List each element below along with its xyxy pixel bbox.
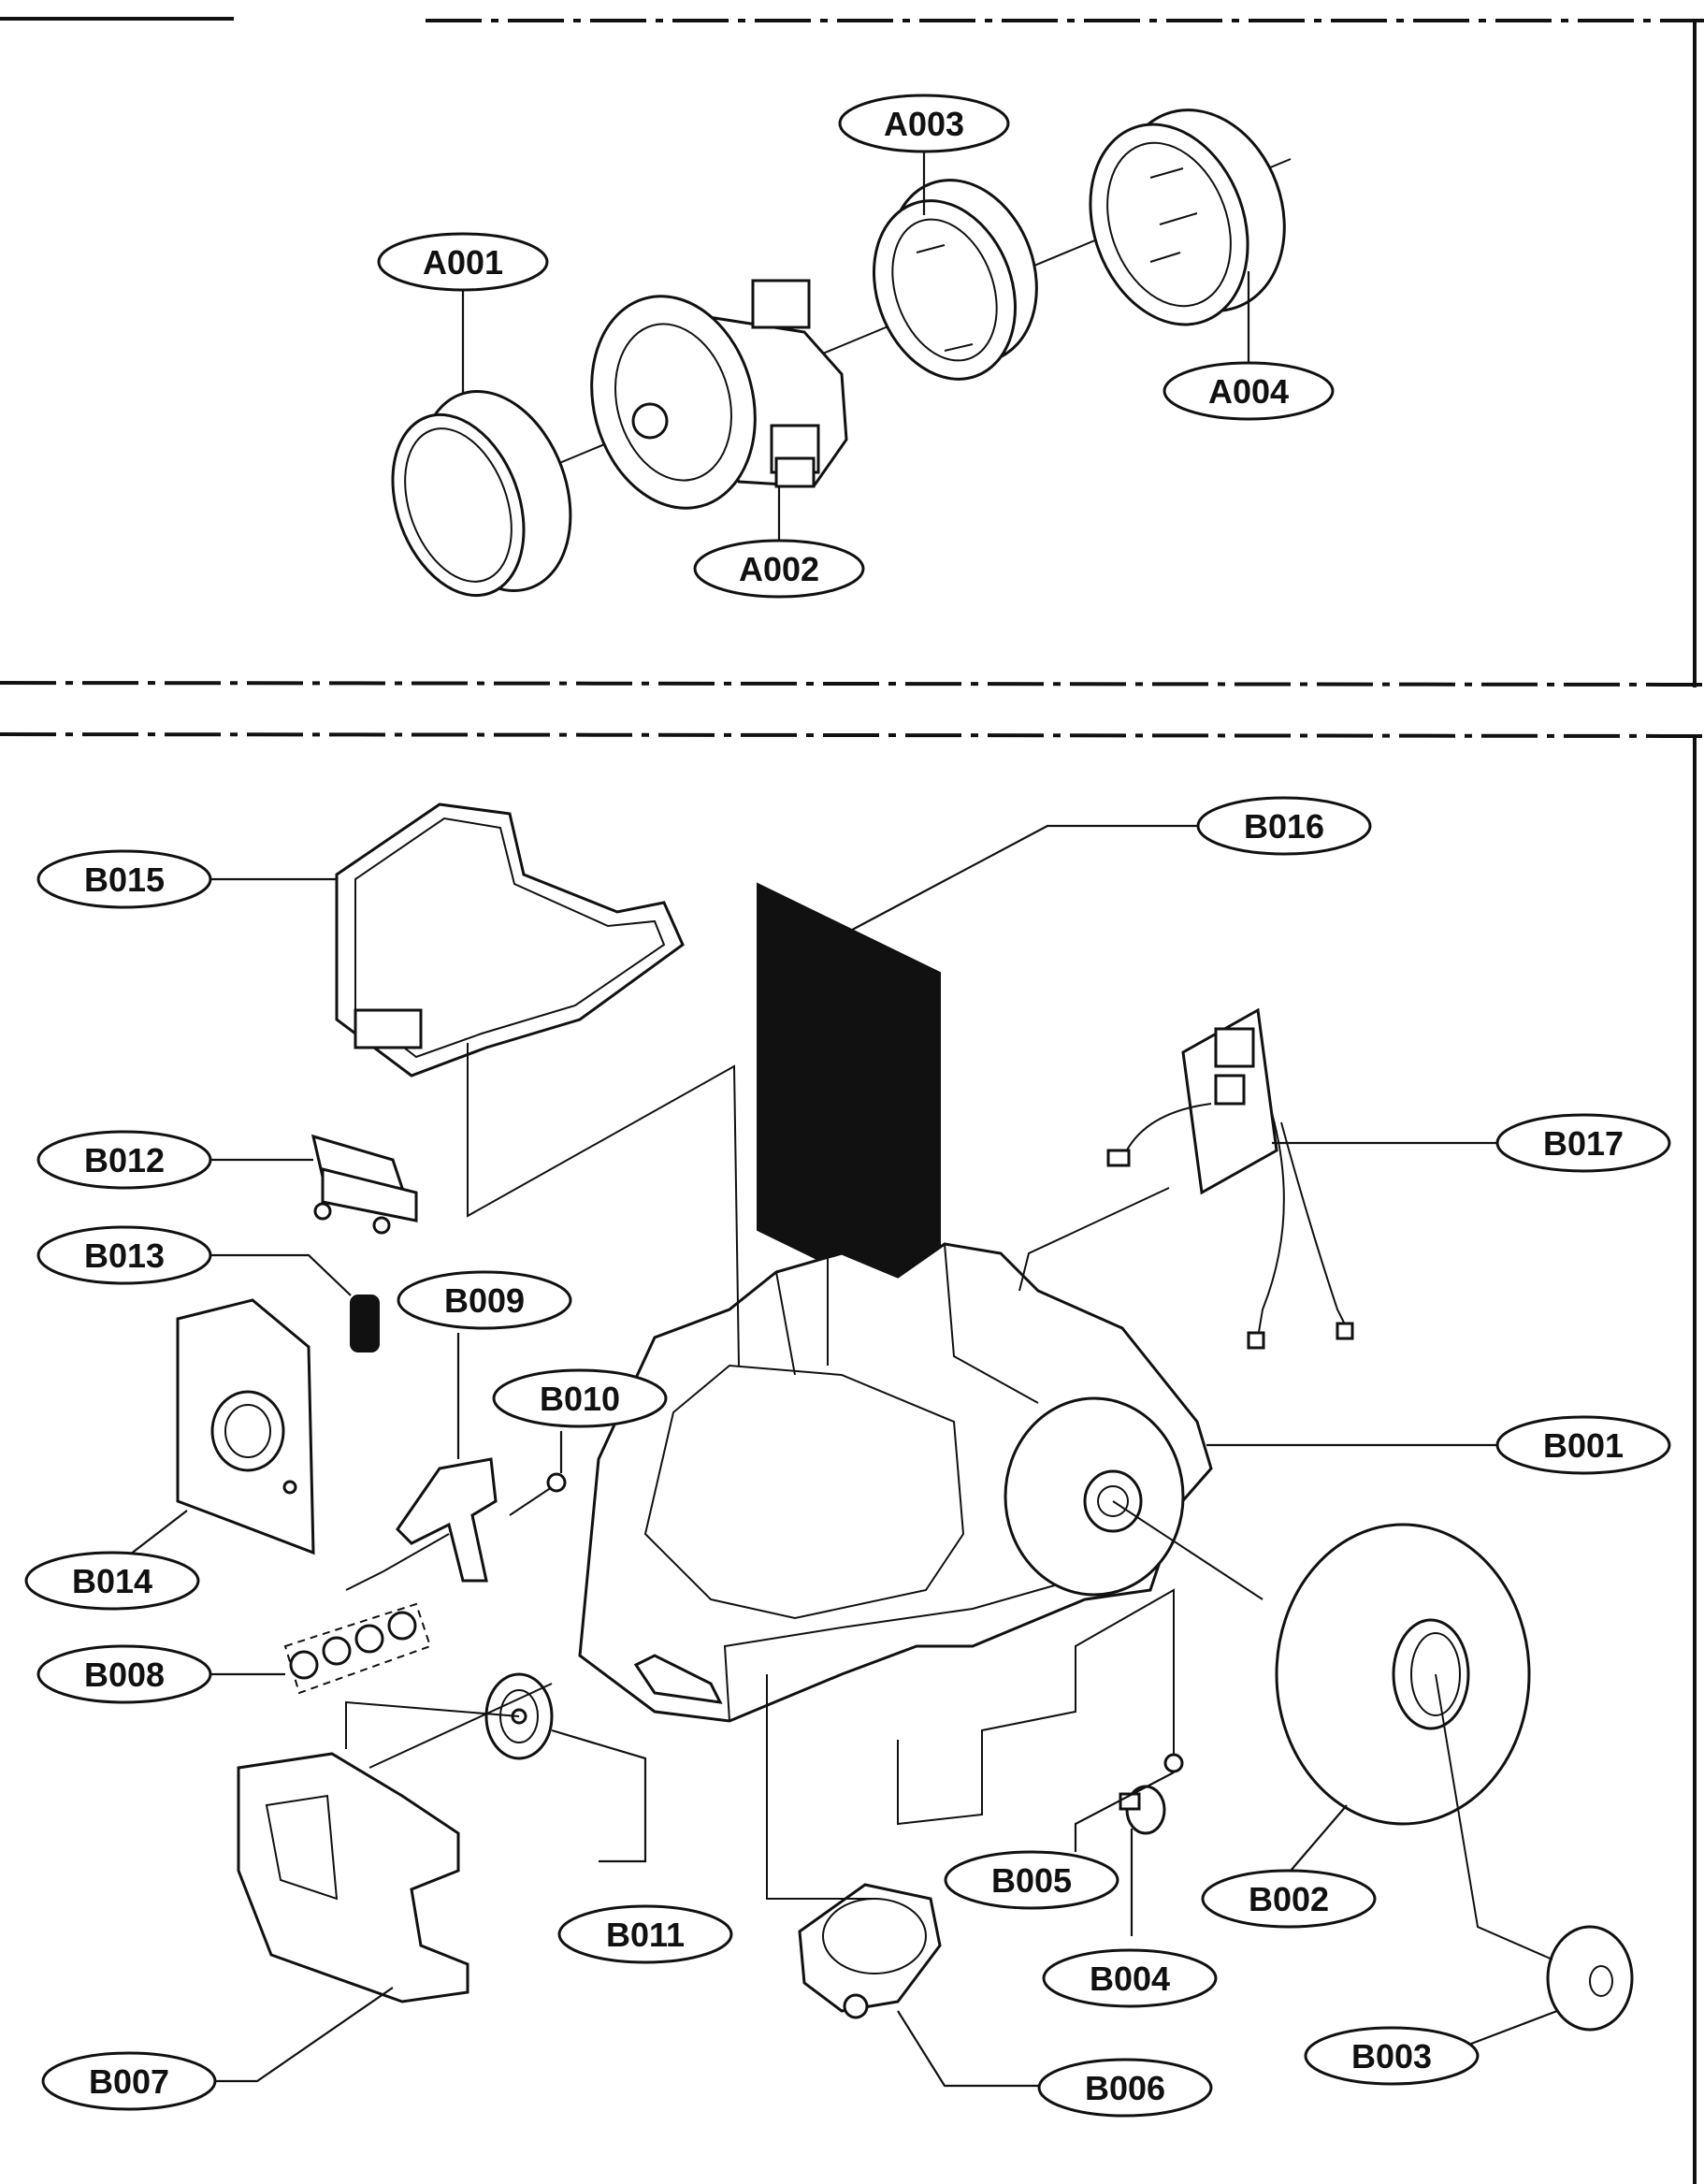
callout-a004: A004 xyxy=(1162,361,1335,421)
callout-b001: B001 xyxy=(1495,1415,1671,1475)
callout-b015: B015 xyxy=(36,849,212,909)
part-b001-main-body xyxy=(578,1242,1213,1723)
svg-text:B011: B011 xyxy=(606,1916,685,1954)
svg-text:B006: B006 xyxy=(1085,2069,1165,2107)
section-frame-bottom xyxy=(0,732,1704,2184)
svg-text:B003: B003 xyxy=(1351,2037,1432,2076)
svg-text:B001: B001 xyxy=(1543,1426,1624,1465)
svg-text:B010: B010 xyxy=(540,1380,620,1418)
svg-text:B017: B017 xyxy=(1543,1124,1624,1163)
part-b004-caster-pin xyxy=(1119,1785,1166,1835)
part-b014-bag-plate xyxy=(176,1298,315,1555)
callout-b002: B002 xyxy=(1201,1869,1377,1929)
svg-text:B015: B015 xyxy=(84,861,165,899)
part-b008-buttons xyxy=(283,1602,432,1695)
section-frame-top xyxy=(0,17,1704,687)
callout-b016: B016 xyxy=(1196,796,1372,856)
svg-text:A001: A001 xyxy=(423,243,503,282)
leaders-bottom xyxy=(125,824,1558,2088)
callout-b012: B012 xyxy=(36,1130,212,1190)
callout-b009: B009 xyxy=(397,1270,572,1330)
part-b010-screw xyxy=(509,1472,567,1516)
callout-b005: B005 xyxy=(944,1850,1119,1910)
callout-b014: B014 xyxy=(24,1551,200,1611)
svg-text:B016: B016 xyxy=(1244,807,1324,846)
part-b006-front-caster xyxy=(798,1883,942,2019)
callout-b008: B008 xyxy=(36,1644,212,1704)
svg-text:B008: B008 xyxy=(84,1656,165,1694)
svg-text:B012: B012 xyxy=(84,1141,165,1179)
part-b012-bracket xyxy=(310,1134,418,1235)
callout-b004: B004 xyxy=(1042,1948,1218,2008)
svg-text:B005: B005 xyxy=(991,1861,1072,1900)
callout-b013: B013 xyxy=(36,1225,212,1285)
callout-b017: B017 xyxy=(1495,1113,1671,1173)
assembly-guides xyxy=(345,1043,1553,1960)
part-a002-motor xyxy=(590,279,848,510)
svg-text:B013: B013 xyxy=(84,1237,165,1275)
part-b013-spring xyxy=(350,1294,380,1352)
callout-b003: B003 xyxy=(1304,2026,1480,2086)
callout-b007: B007 xyxy=(41,2051,217,2111)
svg-text:B004: B004 xyxy=(1090,1960,1170,1998)
part-b003-hub-cap xyxy=(1546,1925,1634,2032)
part-b007-front-bumper xyxy=(237,1752,469,2003)
part-b009-latch xyxy=(396,1457,498,1583)
svg-text:B014: B014 xyxy=(72,1562,152,1600)
callout-b011: B011 xyxy=(557,1904,733,1964)
callout-b006: B006 xyxy=(1037,2058,1213,2118)
svg-text:A002: A002 xyxy=(739,550,819,588)
leaders-top xyxy=(461,145,1250,547)
part-b017-control-board xyxy=(1106,1007,1354,1350)
part-a001-front-ring xyxy=(391,389,572,598)
svg-text:B007: B007 xyxy=(89,2062,169,2101)
part-b015-bag-frame xyxy=(335,803,685,1078)
part-a003-mid-ring xyxy=(872,179,1038,381)
callout-b010: B010 xyxy=(492,1368,668,1428)
part-b005-screw xyxy=(1163,1730,1184,1773)
callout-a003: A003 xyxy=(838,94,1010,153)
svg-text:B009: B009 xyxy=(444,1281,525,1320)
callout-a001: A001 xyxy=(377,232,549,292)
part-b016-filter xyxy=(757,882,941,1321)
part-b002-wheel-cover xyxy=(1275,1523,1531,1826)
svg-text:A003: A003 xyxy=(884,105,964,143)
svg-text:A004: A004 xyxy=(1208,372,1289,411)
part-a004-rear-cover xyxy=(1089,108,1286,326)
callout-a002: A002 xyxy=(693,539,865,599)
svg-text:B002: B002 xyxy=(1249,1880,1329,1918)
